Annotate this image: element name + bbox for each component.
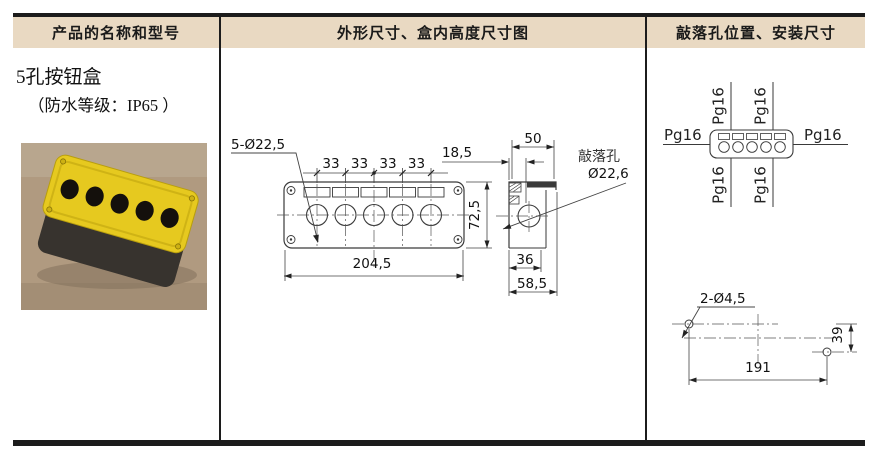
header-band <box>13 17 865 48</box>
knockout-name-label: 敲落孔 <box>578 148 620 165</box>
front-holes-dim-label: 5-Ø22,5 <box>231 137 285 153</box>
pitch-dim-4: 33 <box>408 156 425 172</box>
product-name: 5孔按钮盒 <box>16 67 102 88</box>
height-dim: 72,5 <box>467 200 483 230</box>
column-divider-1 <box>219 17 221 440</box>
gland-label-bottom-left: Pg16 <box>710 166 728 204</box>
gland-label-left: Pg16 <box>664 126 702 144</box>
mounting-holes-drawing: 2-Ø4,5 191 39 <box>672 291 857 385</box>
table-bottom-rule <box>13 440 865 446</box>
side-view-drawing: 50 敲落孔 Ø22,6 36 58,5 <box>496 131 629 296</box>
gland-label-bottom-right: Pg16 <box>752 166 770 204</box>
mounting-offset-dim: 39 <box>830 326 846 343</box>
pitch-dim-3: 33 <box>379 156 396 172</box>
edge-offset-dim: 18,5 <box>442 145 472 161</box>
gland-label-right: Pg16 <box>804 126 842 144</box>
product-photo-illustration <box>21 143 207 310</box>
mounting-holes-dim-label: 2-Ø4,5 <box>700 291 746 307</box>
side-top-width-dim: 50 <box>524 131 541 147</box>
gland-position-drawing: Pg16 Pg16 Pg16 Pg16 Pg16 Pg16 <box>663 82 848 207</box>
front-view-drawing: 5-Ø22,5 33 33 33 33 18,5 72,5 204,5 <box>231 137 544 281</box>
side-inner-width-dim: 36 <box>516 252 533 268</box>
header-dimensions: 外形尺寸、盒内高度尺寸图 <box>336 26 529 42</box>
pitch-dim-1: 33 <box>322 156 339 172</box>
knockout-diameter-label: Ø22,6 <box>588 166 629 182</box>
column-divider-2 <box>645 17 647 440</box>
header-product: 产品的名称和型号 <box>51 26 180 42</box>
pitch-dim-2: 33 <box>351 156 368 172</box>
side-outer-width-dim: 58,5 <box>517 276 547 292</box>
button-box <box>37 154 199 288</box>
header-knockout: 敲落孔位置、安装尺寸 <box>675 26 836 42</box>
table-top-rule <box>13 13 865 17</box>
product-photo <box>21 143 207 310</box>
product-waterproof-rating: （防水等级：IP65 ） <box>28 96 179 115</box>
width-dim: 204,5 <box>353 256 392 272</box>
mounting-spacing-dim: 191 <box>745 360 771 376</box>
gland-label-top-right: Pg16 <box>752 87 770 125</box>
gland-label-top-left: Pg16 <box>710 87 728 125</box>
